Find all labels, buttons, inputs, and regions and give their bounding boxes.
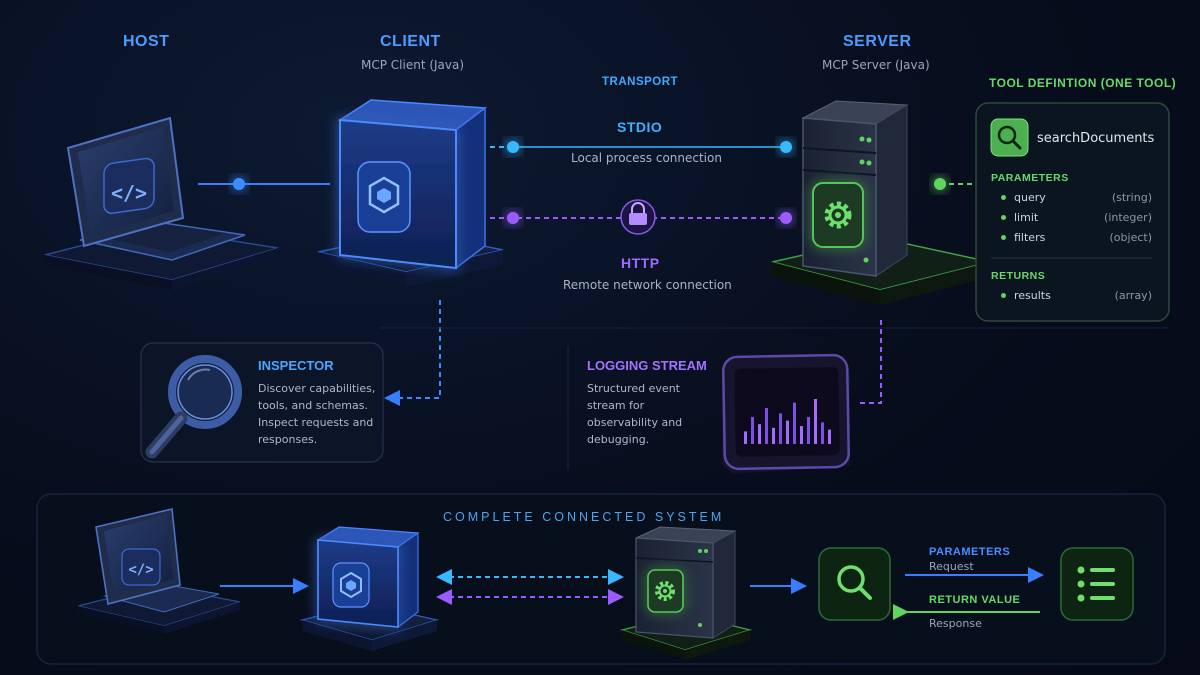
parameters-label: PARAMETERS (991, 172, 1069, 184)
client-subtitle: MCP Client (Java) (361, 58, 465, 72)
server-subtitle: MCP Server (Java) (822, 58, 930, 72)
log-bar (779, 413, 782, 444)
param-query: query(string) (991, 191, 1156, 204)
tool-connection-node (934, 178, 946, 190)
log-bar (786, 420, 789, 444)
system-laptop: </> (77, 508, 241, 634)
log-bar (814, 399, 817, 444)
log-bar (793, 402, 796, 444)
host-title: HOST (123, 33, 170, 50)
server-tower (771, 100, 991, 305)
logging-description: Structured event stream for observabilit… (587, 382, 683, 446)
logging-title: LOGGING STREAM (587, 358, 707, 373)
client-logo-icon (368, 176, 400, 214)
client-cube (317, 99, 504, 287)
system-return-label: RETURN VALUE (929, 594, 1021, 606)
log-bar (821, 422, 824, 444)
tool-definition-card (975, 102, 1170, 322)
param-limit: limit(integer) (991, 211, 1156, 224)
log-bar (758, 424, 761, 444)
code-icon-small: </> (128, 562, 153, 578)
system-parameters-label: PARAMETERS (929, 546, 1011, 558)
list-icon (1077, 566, 1115, 602)
inspector-title: INSPECTOR (258, 358, 334, 373)
stdio-node-right (780, 141, 792, 153)
log-bar (751, 417, 754, 444)
code-icon: </> (111, 181, 147, 205)
param-filters: filters(object) (991, 231, 1156, 244)
stdio-description: Local process connection (571, 151, 722, 165)
stdio-node-left (507, 141, 519, 153)
server-title: SERVER (843, 33, 912, 50)
log-bar (772, 427, 775, 444)
host-laptop: </> (44, 116, 279, 290)
http-label: HTTP (621, 255, 660, 271)
search-tile (990, 118, 1029, 157)
system-client-cube (299, 526, 440, 651)
log-bar (765, 408, 768, 444)
logging-monitor (722, 353, 850, 474)
lock-icon (620, 199, 656, 235)
http-node-left (507, 212, 519, 224)
search-icon-large (837, 565, 872, 600)
return-results: results(array) (991, 289, 1156, 302)
connection-node (233, 178, 245, 190)
stdio-label: STDIO (617, 119, 663, 135)
http-node-right (780, 212, 792, 224)
system-title: COMPLETE CONNECTED SYSTEM (443, 510, 725, 524)
tool-name: searchDocuments (1037, 131, 1155, 146)
client-title: CLIENT (380, 33, 441, 50)
system-request-label: Request (929, 560, 974, 573)
tool-definition-header: TOOL DEFINTION (ONE TOOL) (989, 76, 1177, 90)
inspector-description: Discover capabilities, tools, and schema… (258, 382, 376, 446)
system-response-label: Response (929, 617, 982, 630)
log-bar (744, 431, 747, 444)
system-search-tile (818, 547, 891, 621)
magnifier-icon (145, 355, 242, 459)
gear-icon (824, 201, 852, 229)
search-icon (997, 125, 1022, 150)
http-description: Remote network connection (563, 278, 732, 292)
log-bar (807, 417, 810, 444)
system-server (619, 526, 753, 660)
log-stream-chart (744, 399, 831, 444)
log-bar (828, 429, 831, 444)
transport-title: TRANSPORT (602, 76, 679, 88)
returns-label: RETURNS (991, 270, 1046, 282)
log-bar (800, 426, 803, 444)
